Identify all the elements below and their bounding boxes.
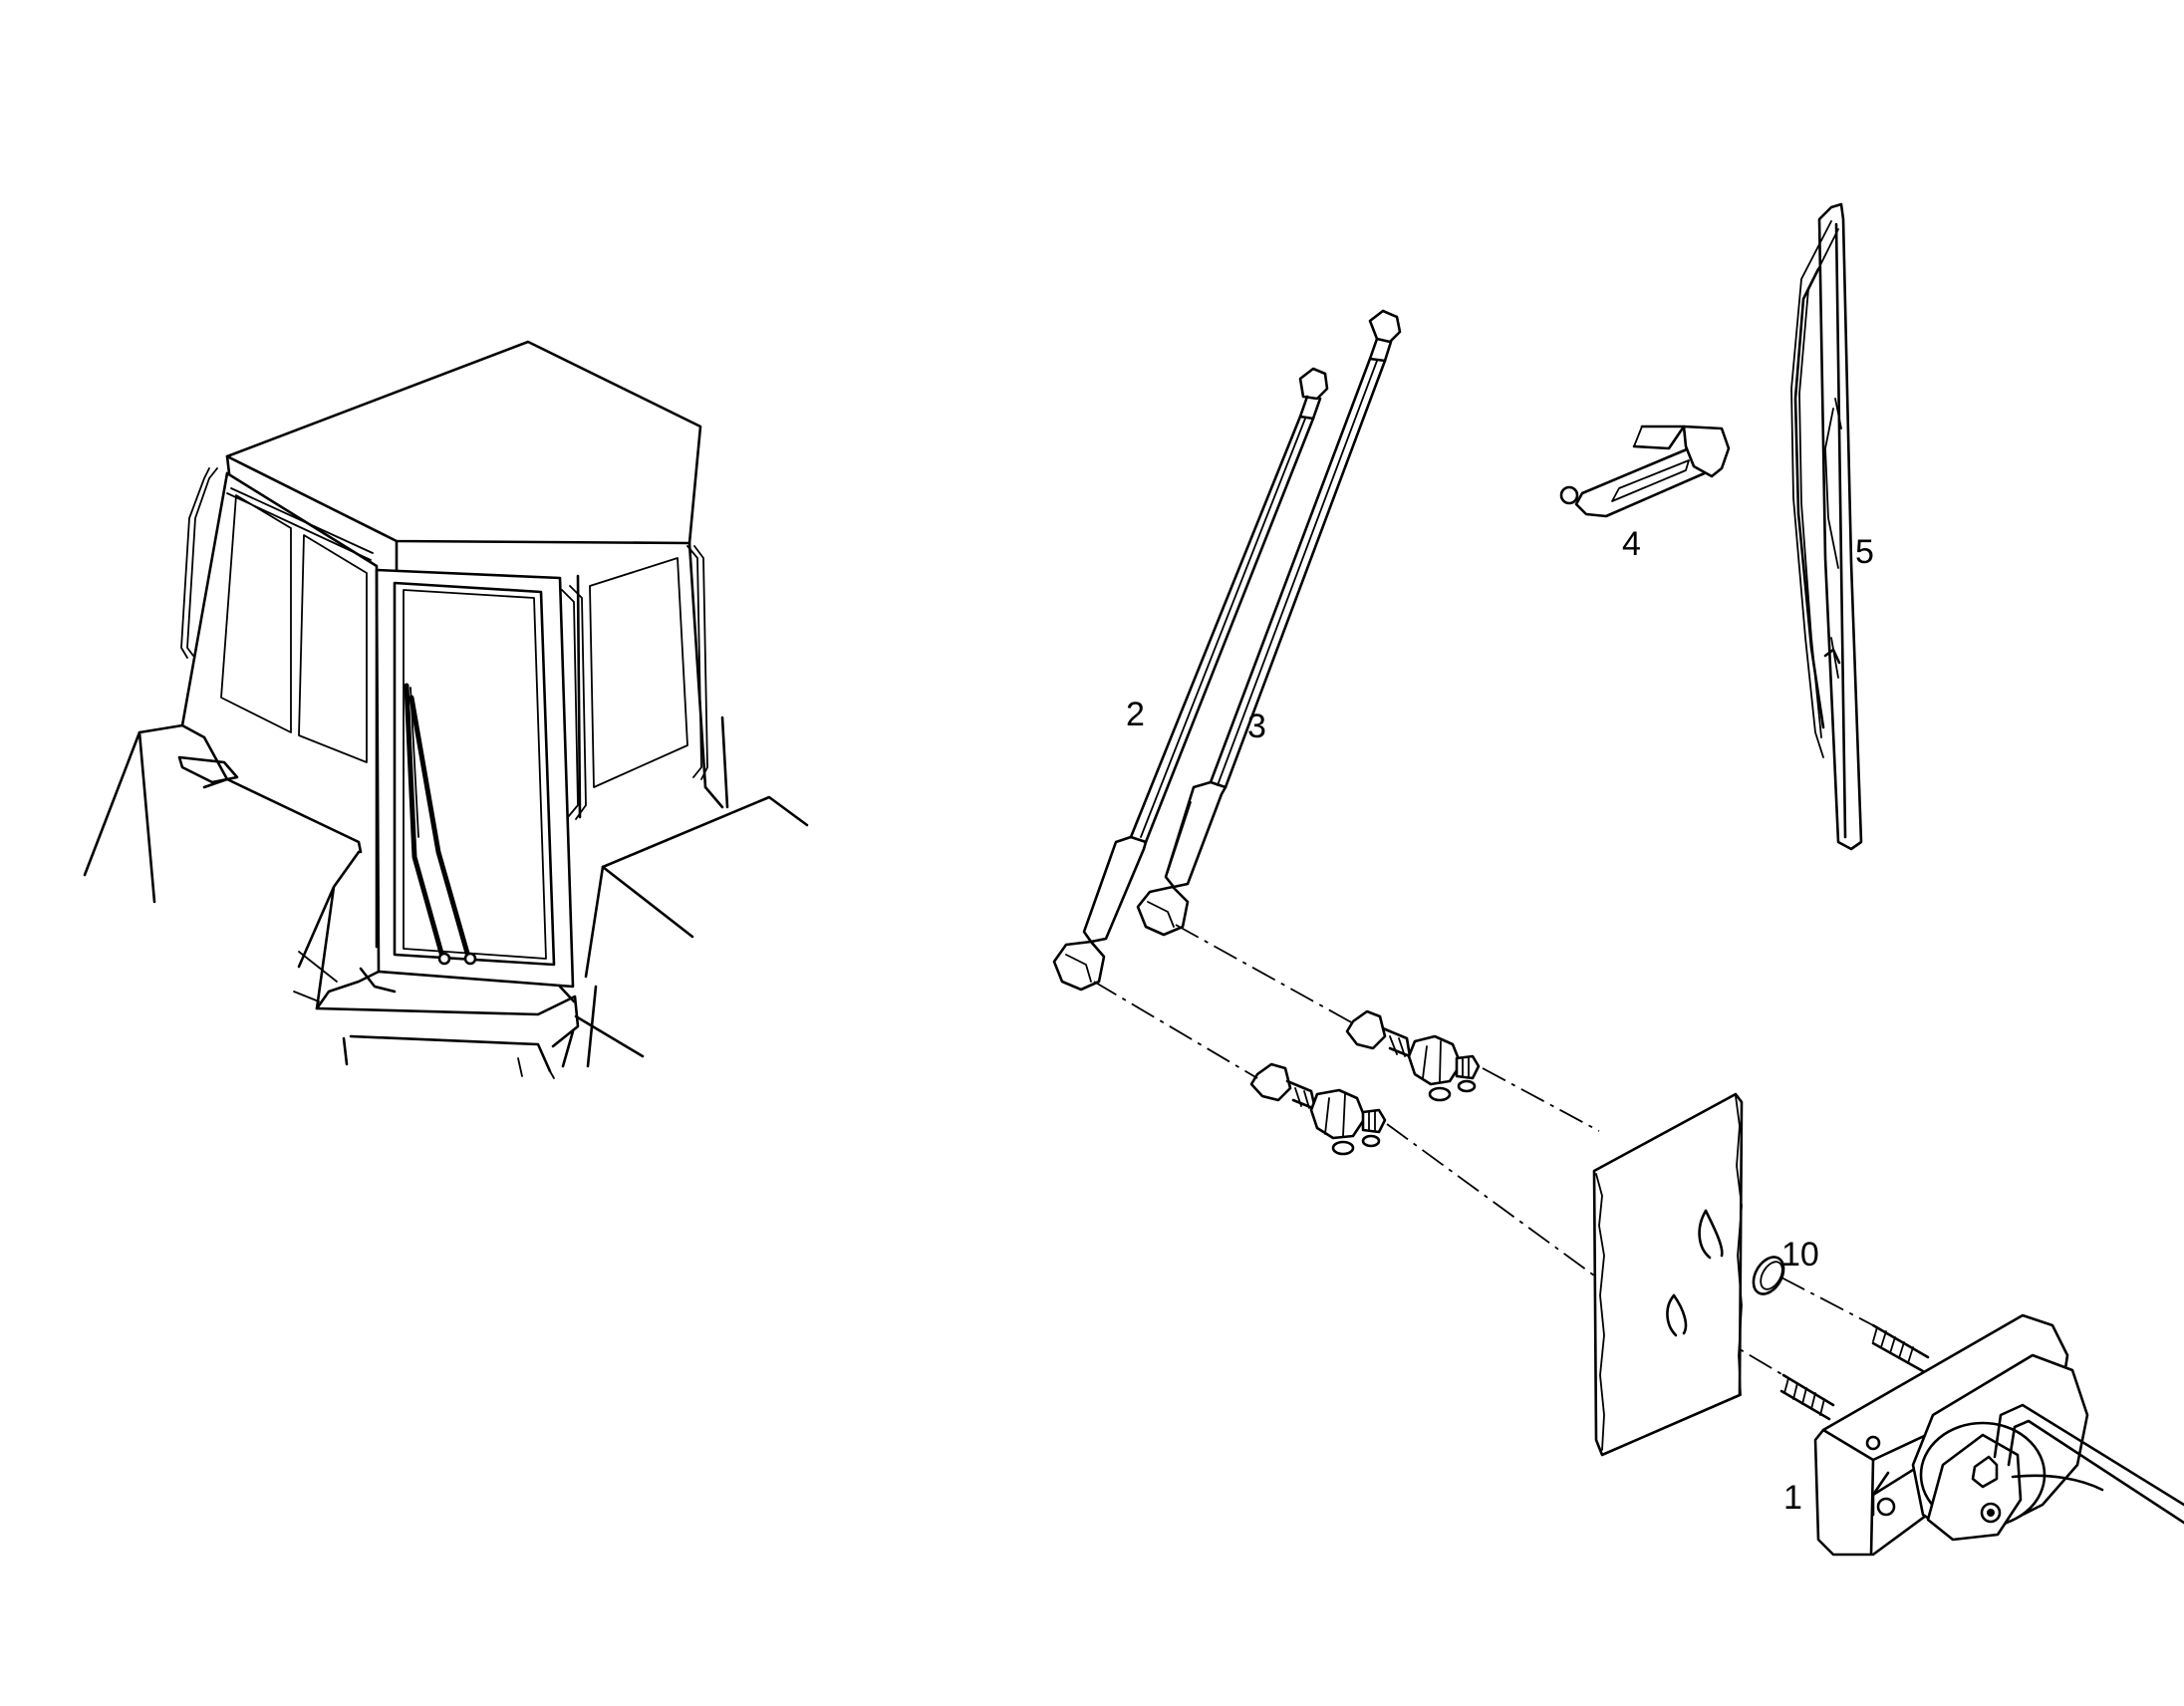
spindle-nut-assembly-lower	[1249, 1062, 1387, 1156]
callout-10: 10	[1781, 1236, 1819, 1274]
callout-1: 1	[1783, 1479, 1802, 1517]
callout-4: 4	[1622, 525, 1641, 563]
washer-10	[1752, 1256, 1785, 1295]
callout-labels: 1 2 3 4 5 10	[1126, 525, 1874, 1517]
wiper-blade-5	[1790, 202, 1863, 851]
wiper-motor-1	[1779, 1313, 2184, 1557]
cab-overview-illustration	[83, 340, 809, 1079]
spindle-nut-assembly-upper	[1345, 1009, 1481, 1102]
wiper-arm-2	[1052, 367, 1329, 992]
assembly-center-lines	[1093, 924, 1874, 1376]
callout-2: 2	[1126, 696, 1145, 733]
fixing-clip-4	[1559, 425, 1731, 518]
callout-3: 3	[1247, 708, 1266, 745]
wiper-arm-3	[1136, 309, 1402, 937]
cab-wall-panel	[1592, 1092, 1744, 1457]
callout-5: 5	[1855, 533, 1874, 571]
